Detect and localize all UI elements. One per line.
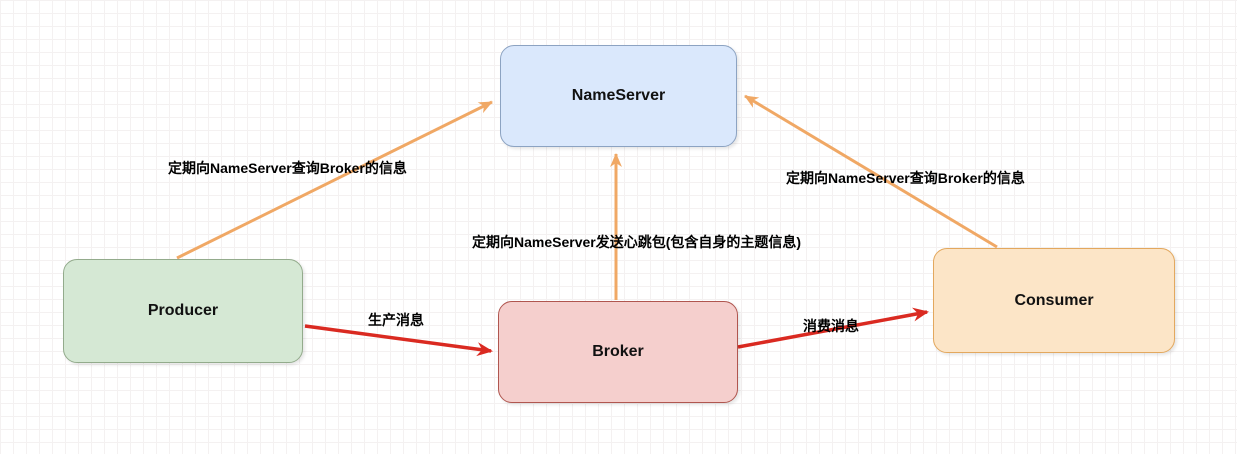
node-consumer-label: Consumer [1014,291,1094,309]
node-producer: Producer [63,259,303,363]
arrow-producer-to-nameserver [176,100,493,260]
edge-label-producer-nameserver: 定期向NameServer查询Broker的信息 [168,160,407,176]
edge-label-consume-message: 消费消息 [803,318,859,334]
node-nameserver-label: NameServer [571,87,666,104]
arrow-producer-to-broker [304,324,493,357]
node-broker: Broker [498,301,738,403]
edge-label-produce-message: 生产消息 [368,312,424,328]
node-broker-label: Broker [592,343,644,360]
edge-label-broker-nameserver: 定期向NameServer发送心跳包(包含自身的主题信息) [472,234,802,250]
edge-label-consumer-nameserver: 定期向NameServer查询Broker的信息 [786,170,1025,186]
node-consumer: Consumer [933,248,1175,353]
node-nameserver: NameServer [500,45,737,147]
node-producer-label: Producer [147,302,219,319]
